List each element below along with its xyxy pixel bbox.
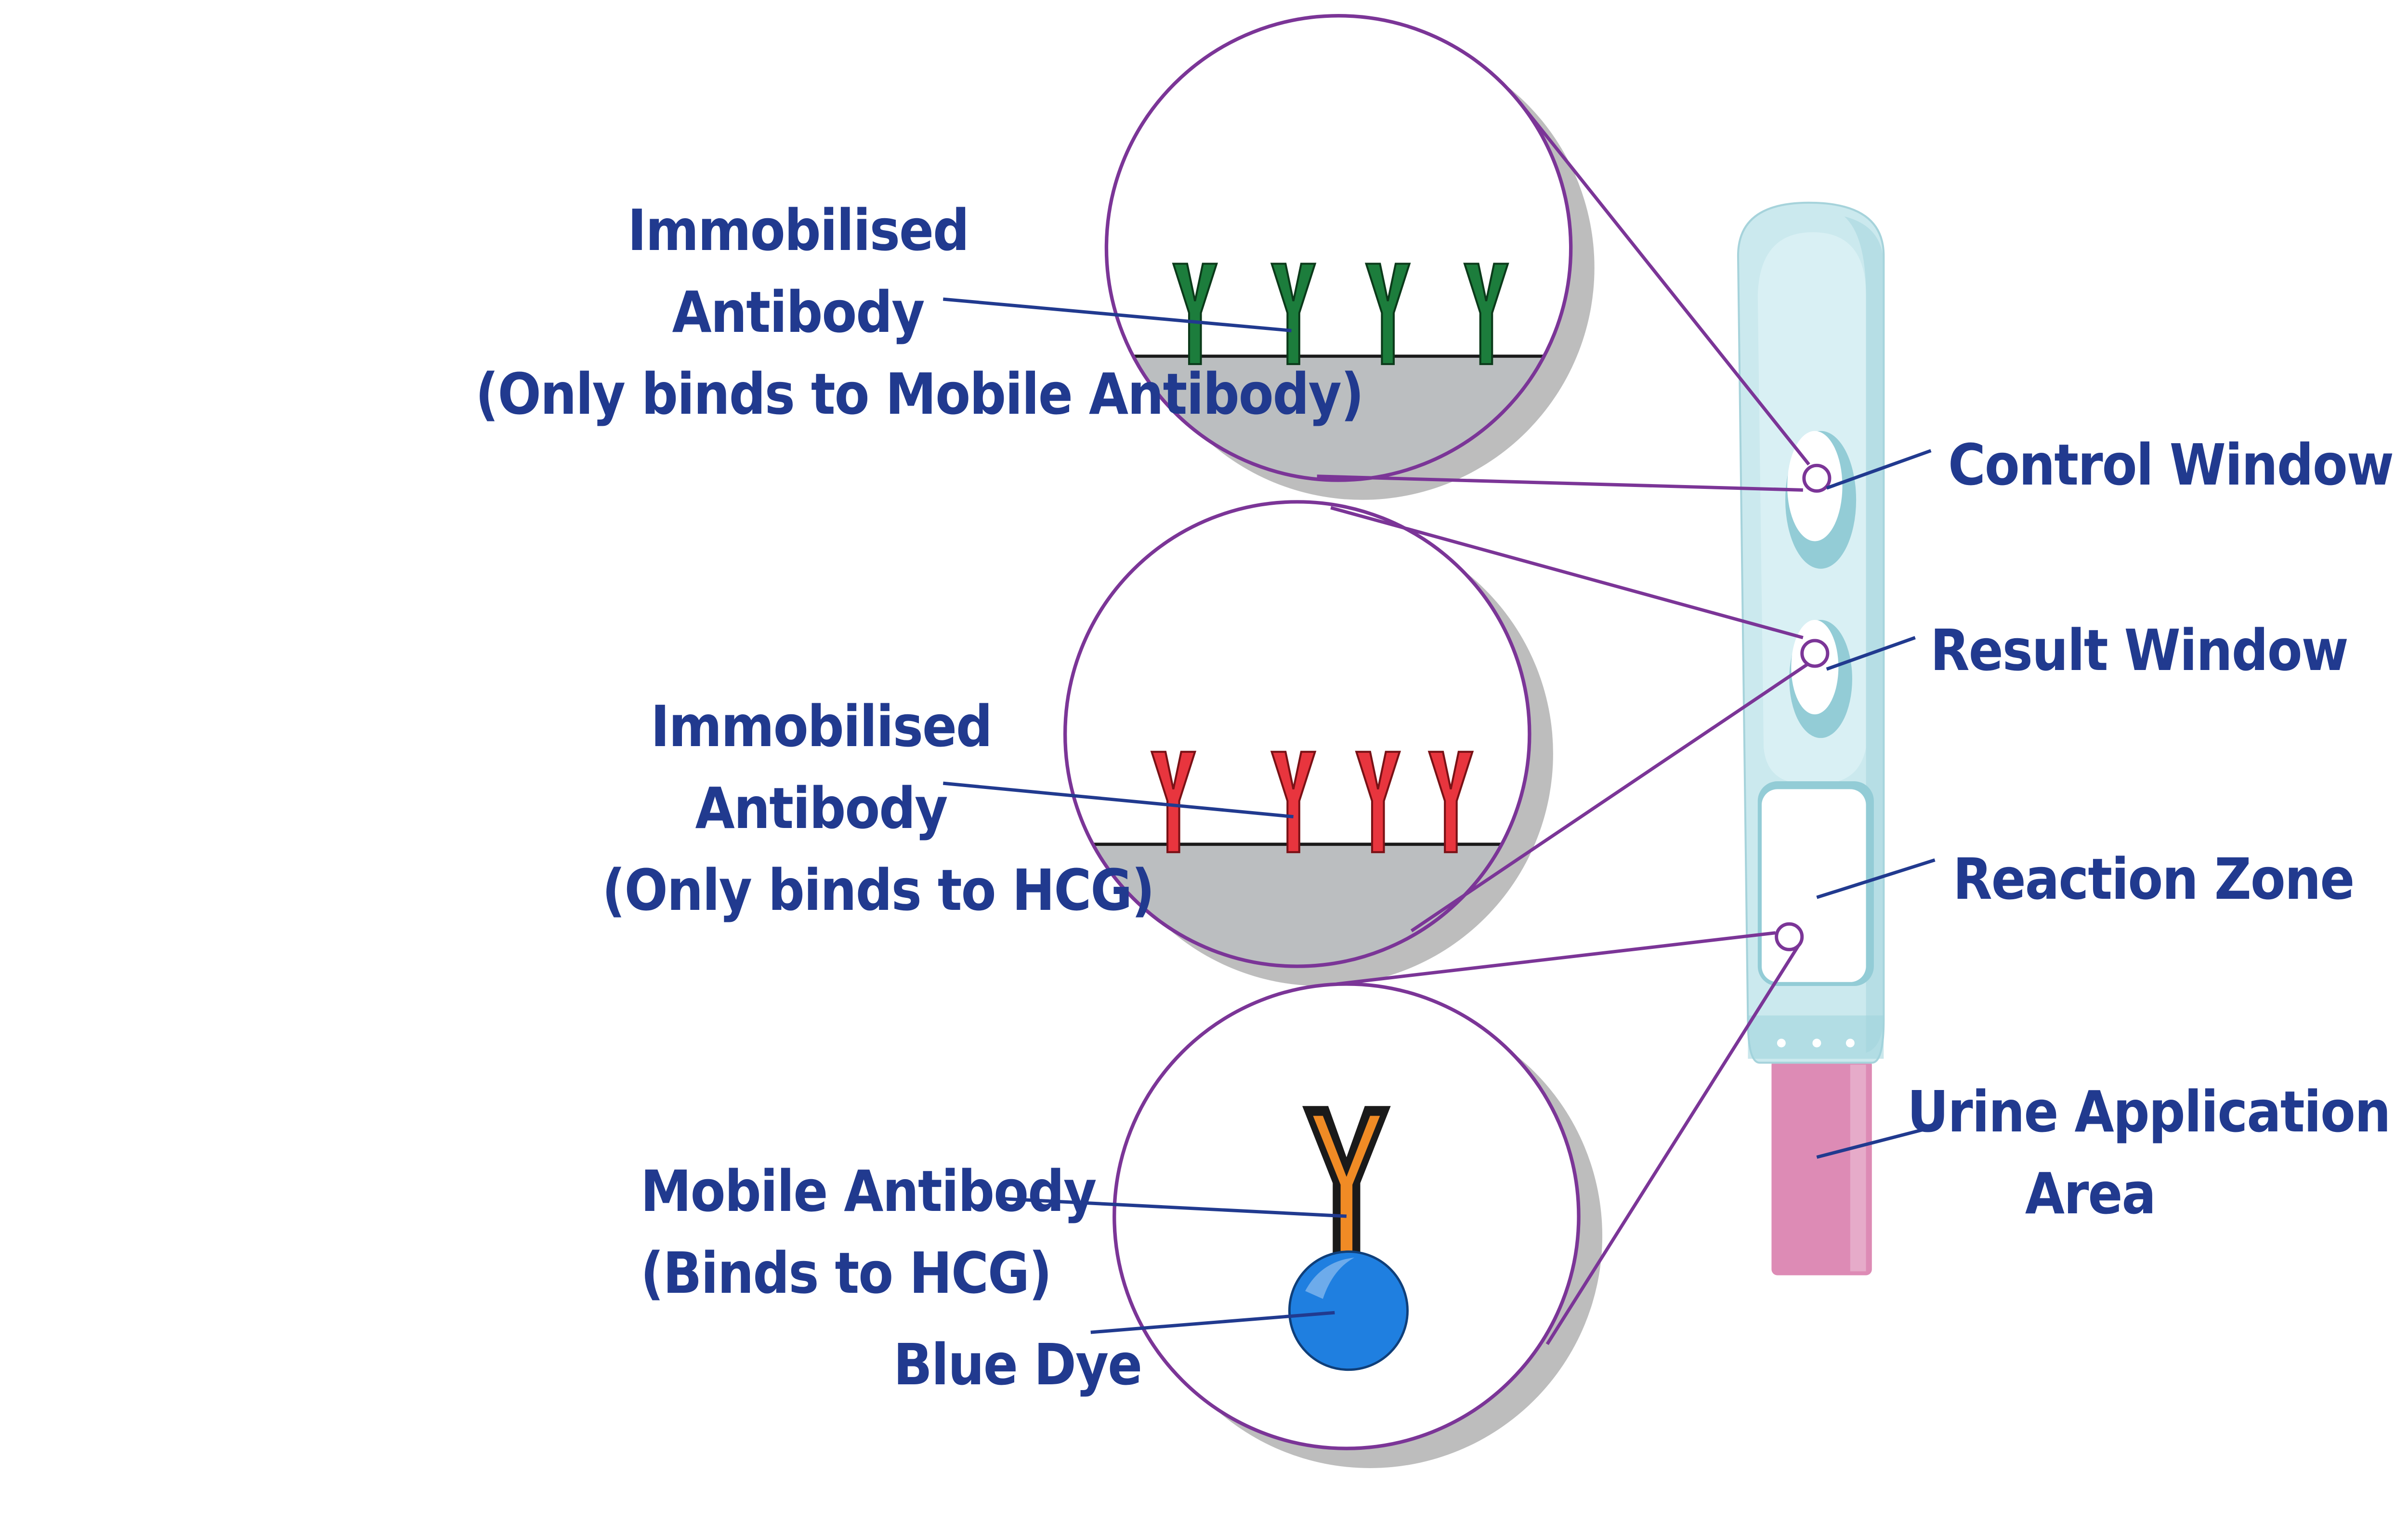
connector-top-upper xyxy=(1518,101,1810,466)
blue-dye-icon xyxy=(1288,1250,1409,1371)
result-window-magnifier xyxy=(1063,500,1531,968)
label-result-window: Result Window xyxy=(1930,609,2349,691)
label-urine-application-area: Urine Application Area xyxy=(1907,1071,2391,1235)
base-dot xyxy=(1777,1038,1786,1048)
label-line: Mobile Antibody xyxy=(641,1158,1097,1224)
label-line: Urine Application xyxy=(1907,1078,2391,1145)
label-line: Blue Dye xyxy=(893,1331,1142,1398)
result-window-pointer xyxy=(1800,639,1830,668)
connector-middle-upper xyxy=(1330,506,1804,640)
control-window-pointer xyxy=(1802,463,1832,493)
leader-blue-dye xyxy=(1090,1311,1335,1334)
urine-application-area xyxy=(1771,1059,1872,1275)
leader-immobilised-result xyxy=(942,781,1294,819)
label-leader-lines xyxy=(942,297,1936,1334)
label-line: Immobilised xyxy=(651,693,993,760)
connector-bottom-upper xyxy=(1336,931,1776,986)
leader-mobile-antibody xyxy=(998,1196,1347,1218)
connector-middle-lower xyxy=(1410,650,1828,933)
label-line: (Binds to HCG) xyxy=(641,1240,1052,1306)
label-line: Control Window xyxy=(1948,432,2394,498)
urine-application-area-highlight xyxy=(1850,1064,1866,1272)
label-line: Result Window xyxy=(1930,617,2349,683)
connector-top-lower xyxy=(1317,474,1803,492)
label-line: Area xyxy=(2025,1160,2156,1227)
test-stick-base-band xyxy=(1748,1015,1884,1059)
label-blue-dye: Blue Dye xyxy=(893,1324,1142,1406)
label-reaction-zone: Reaction Zone xyxy=(1953,838,2355,920)
label-line: Antibody xyxy=(695,775,948,841)
pregnancy-test-stick xyxy=(1737,201,1885,1275)
mobile-antibody-icon xyxy=(1302,1106,1391,1261)
label-line: Antibody xyxy=(672,279,925,345)
label-line: Reaction Zone xyxy=(1953,846,2355,912)
base-dot xyxy=(1845,1038,1855,1048)
connector-bottom-lower xyxy=(1545,944,1801,1345)
base-dot xyxy=(1812,1038,1821,1048)
label-line: (Only binds to Mobile Antibody) xyxy=(475,361,1364,427)
magnifier-connectors xyxy=(1317,101,1832,1345)
leader-control-window xyxy=(1826,449,1932,490)
leader-result-window xyxy=(1826,636,1916,671)
label-line: Immobilised xyxy=(628,197,969,263)
leader-urine-application xyxy=(1816,1126,1932,1159)
label-control-window: Control Window xyxy=(1948,424,2394,506)
label-mobile-antibody: Mobile Antibody (Binds to HCG) xyxy=(641,1150,1097,1314)
leader-immobilised-control xyxy=(942,297,1292,332)
label-line: (Only binds to HCG) xyxy=(602,857,1155,923)
reaction-zone-pointer xyxy=(1775,922,1804,951)
leader-reaction-zone xyxy=(1816,858,1936,899)
label-immobilised-antibody-control: Immobilised Antibody (Only binds to Mobi… xyxy=(475,189,1364,435)
control-window-magnifier xyxy=(1104,14,1573,482)
label-immobilised-antibody-result: Immobilised Antibody (Only binds to HCG) xyxy=(602,685,1155,931)
